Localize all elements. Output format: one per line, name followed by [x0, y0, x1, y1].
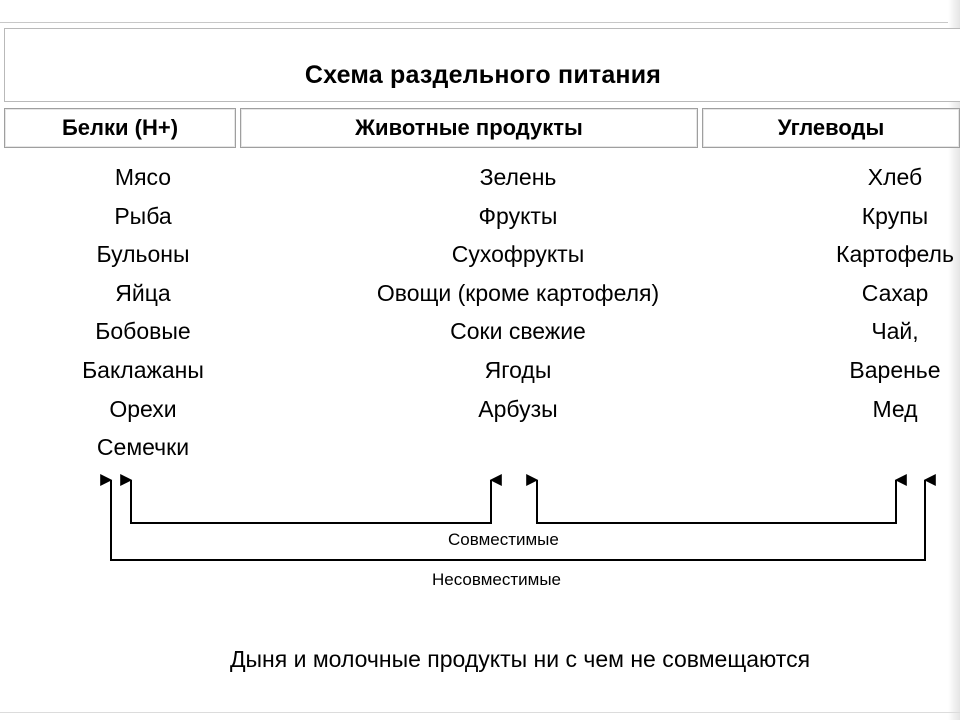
- title-box: Схема раздельного питания: [4, 28, 960, 102]
- carbs-list: Хлеб Крупы Картофель Сахар Чай, Варенье …: [815, 158, 960, 428]
- list-item: Орехи: [109, 395, 177, 422]
- list-item: Семечки: [96, 434, 190, 461]
- list-item: Бобовые: [95, 318, 191, 345]
- list-item: Фрукты: [478, 202, 558, 229]
- list-item: Варенье: [849, 356, 941, 383]
- incompatible-connector: [100, 474, 936, 561]
- list-item: Бульоны: [96, 241, 190, 268]
- list-item: Крупы: [861, 202, 929, 229]
- compatible-label: Совместимые: [448, 530, 559, 549]
- incompatible-label: Несовместимые: [432, 570, 562, 589]
- header-carbs: Углеводы: [702, 108, 960, 148]
- header-proteins-label: Белки (Н+): [61, 115, 179, 140]
- list-item: Чай,: [871, 318, 919, 345]
- proteins-list: Мясо Рыба Бульоны Яйца Бобовые Баклажаны…: [43, 158, 243, 467]
- compatible-connector-left: [120, 474, 502, 524]
- list-item: Овощи (кроме картофеля): [376, 279, 660, 306]
- list-item: Мясо: [114, 164, 172, 190]
- list-item: Баклажаны: [82, 356, 204, 383]
- list-item: Ягоды: [484, 356, 552, 383]
- header-carbs-label: Углеводы: [777, 115, 885, 140]
- list-item: Сухофрукты: [451, 241, 585, 268]
- compatible-connector-right: [526, 474, 907, 524]
- diagram-title: Схема раздельного питания: [304, 61, 662, 89]
- list-item: Соки свежие: [450, 318, 586, 345]
- header-neutral: Животные продукты: [240, 108, 698, 148]
- top-border: [0, 22, 960, 23]
- list-item: Картофель: [836, 241, 954, 268]
- list-item: Рыба: [114, 202, 172, 229]
- list-item: Хлеб: [867, 164, 923, 190]
- header-neutral-label: Животные продукты: [355, 115, 583, 140]
- bottom-border: [0, 712, 960, 713]
- footnote: Дыня и молочные продукты ни с чем не сов…: [229, 646, 811, 672]
- neutral-list: Зелень Фрукты Сухофрукты Овощи (кроме ка…: [318, 158, 718, 428]
- list-item: Мед: [872, 395, 918, 422]
- header-proteins: Белки (Н+): [4, 108, 236, 148]
- list-item: Зелень: [479, 164, 557, 190]
- list-item: Сахар: [861, 279, 929, 306]
- list-item: Арбузы: [478, 395, 558, 422]
- list-item: Яйца: [115, 279, 171, 306]
- right-edge-shading: [948, 0, 960, 720]
